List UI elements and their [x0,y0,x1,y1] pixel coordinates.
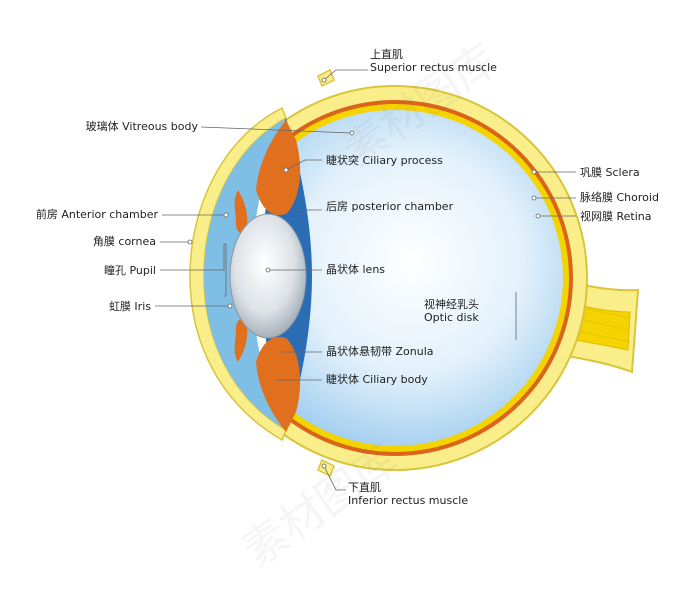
ciliary-body-upper [256,120,301,215]
label-optic-disk-cn: 视神经乳头 [424,298,479,311]
ciliary-body-lower [256,337,301,432]
label-inferior-rectus-cn: 下直肌 [348,481,381,494]
label-posterior-chamber: 后房 posterior chamber [326,200,454,213]
label-pupil: 瞳孔 Pupil [103,264,156,277]
label-sclera: 巩膜 Sclera [580,166,640,179]
inferior-rectus-tab [317,458,335,478]
label-superior-rectus-en: Superior rectus muscle [370,61,497,74]
label-ciliary-process: 睫状突 Ciliary process [326,154,443,167]
label-inferior-rectus: 下直肌 Inferior rectus muscle [348,481,468,507]
iris-upper [234,190,248,234]
label-zonula: 晶状体悬韧带 Zonula [326,345,434,358]
label-ciliary-body: 睫状体 Ciliary body [326,373,428,386]
lens-shape [229,213,307,339]
iris-lower [234,318,248,362]
label-lens: 晶状体 lens [326,263,386,276]
label-superior-rectus: 上直肌 Superior rectus muscle [370,48,497,74]
label-superior-rectus-cn: 上直肌 [370,48,403,61]
label-choroid: 脉络膜 Choroid [580,191,659,204]
label-iris: 虹膜 Iris [108,300,151,313]
label-cornea: 角膜 cornea [92,235,156,248]
vitreous-body [227,110,563,446]
label-vitreous: 玻璃体 Vitreous body [85,120,198,133]
label-inferior-rectus-en: Inferior rectus muscle [348,494,469,507]
label-anterior-chamber: 前房 Anterior chamber [35,208,158,221]
label-optic-disk-en: Optic disk [424,311,479,324]
label-optic-disk: 视神经乳头 Optic disk [424,298,479,324]
label-retina: 视网膜 Retina [580,210,652,223]
